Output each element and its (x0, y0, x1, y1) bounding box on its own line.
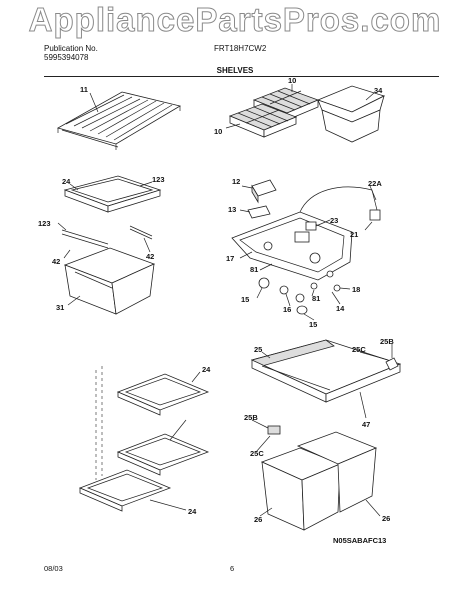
callout-10-lower: 10 (214, 127, 222, 136)
callout-47: 47 (362, 420, 370, 429)
publication-label: Publication No. (44, 44, 98, 53)
callout-42-right: 42 (146, 252, 154, 261)
callout-13: 13 (228, 205, 236, 214)
model-number: FRT18H7CW2 (214, 44, 267, 53)
section-title: SHELVES (216, 66, 254, 75)
callout-24-frame: 24 (62, 177, 71, 186)
callout-123-left: 123 (38, 219, 51, 228)
ice-tray-lower (228, 103, 298, 138)
cabinet-liner-dashed (95, 366, 103, 480)
callout-25b-right: 25B (380, 337, 394, 346)
callout-81-right: 81 (312, 294, 320, 303)
wire-harness (299, 186, 381, 231)
callout-22a: 22A (368, 179, 382, 188)
glass-shelf-bottom (78, 469, 172, 512)
glass-shelf-middle (116, 433, 210, 476)
callout-17: 17 (226, 254, 234, 263)
callout-10-upper: 10 (288, 76, 296, 85)
callout-15-right: 15 (309, 320, 317, 329)
bracket-13 (247, 205, 271, 219)
callout-16: 16 (283, 305, 291, 314)
callout-24-bottom-shelf: 24 (188, 507, 197, 516)
crisper-drawer-left (260, 447, 342, 531)
callout-42-left: 42 (52, 257, 60, 266)
header-rule (44, 76, 439, 77)
small-parts (258, 270, 341, 315)
callout-123-right: 123 (152, 175, 165, 184)
wire-shelf (56, 91, 182, 150)
callout-81-left: 81 (250, 265, 258, 274)
publication-number: 5995394078 (44, 53, 89, 62)
crisper-pan (63, 247, 156, 315)
callout-25c-right: 25C (352, 345, 366, 354)
callout-25: 25 (254, 345, 262, 354)
callout-25b-left: 25B (244, 413, 258, 422)
callout-31: 31 (56, 303, 64, 312)
crisper-cover (250, 339, 402, 403)
humidity-slider (267, 425, 281, 435)
drawing-code: N05SABAFC13 (333, 536, 387, 545)
callout-12: 12 (232, 177, 240, 186)
crisper-drawer-right (296, 431, 378, 513)
callout-14: 14 (336, 304, 345, 313)
callout-26-right: 26 (382, 514, 390, 523)
control-housing (231, 211, 353, 281)
footer-date: 08/03 (44, 564, 63, 573)
callout-18: 18 (352, 285, 360, 294)
callout-23: 23 (330, 216, 338, 225)
callout-15-left: 15 (241, 295, 249, 304)
watermark: AppliancePartsPros.com (28, 1, 442, 39)
callout-21: 21 (350, 230, 358, 239)
damper-cover (251, 179, 277, 204)
page-number: 6 (230, 564, 235, 573)
callout-26-left: 26 (254, 515, 262, 524)
glass-shelf-top (116, 373, 210, 416)
ice-bin (316, 85, 386, 143)
glass-shelf-frame (63, 175, 162, 213)
callout-25c-left: 25C (250, 449, 264, 458)
callout-24-top-shelf: 24 (202, 365, 211, 374)
callout-34: 34 (374, 86, 383, 95)
leader-lines (57, 84, 393, 517)
callout-11: 11 (80, 85, 88, 94)
shelf-rails (61, 225, 153, 249)
